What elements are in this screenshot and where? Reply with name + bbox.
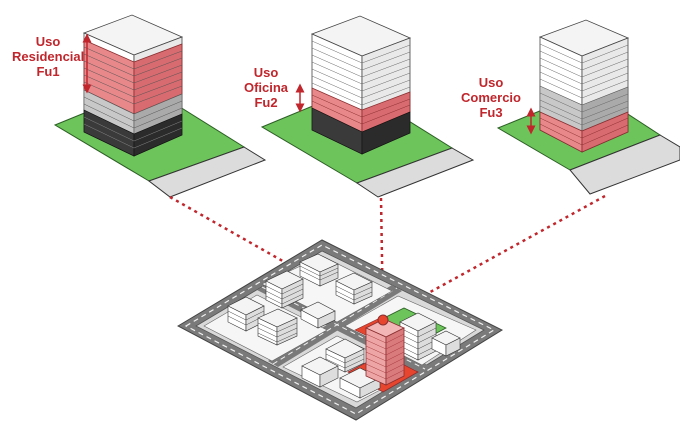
- small-building: [300, 301, 336, 329]
- small-building: [299, 253, 339, 287]
- label-use-code: Fu3: [479, 105, 503, 120]
- small-building: [227, 296, 265, 332]
- sidewalk-3: [569, 134, 680, 195]
- small-building: [335, 272, 373, 305]
- label-residencial: Uso Residencial Fu1: [12, 34, 84, 79]
- sidewalk-1: [147, 146, 267, 198]
- small-building: [301, 356, 339, 388]
- label-comercio: Uso Comercio Fu3: [458, 75, 524, 120]
- label-use-code: Fu2: [254, 95, 278, 110]
- label-uso: Uso: [35, 34, 61, 49]
- small-building: [431, 330, 461, 357]
- sidewalk-2: [355, 147, 475, 198]
- connector-node: [377, 314, 389, 326]
- tower-3: [538, 19, 630, 153]
- small-building: [257, 308, 298, 346]
- block-buildings: [227, 253, 461, 399]
- tower-2: [310, 15, 412, 155]
- building-residencial: [53, 14, 267, 198]
- city-blocks: [176, 239, 504, 421]
- label-oficina: Uso Oficina Fu2: [236, 65, 296, 110]
- label-uso: Uso: [253, 65, 279, 80]
- small-building: [325, 338, 365, 373]
- label-use-name: Comercio: [461, 90, 521, 105]
- building-oficina: [260, 15, 475, 198]
- highlight-tower: [365, 318, 405, 386]
- label-use-code: Fu1: [36, 64, 60, 79]
- label-uso: Uso: [478, 75, 504, 90]
- label-use-name: Oficina: [243, 80, 289, 95]
- label-use-name: Residencial: [12, 49, 85, 64]
- tower-1: [82, 14, 184, 157]
- small-building: [265, 270, 304, 309]
- small-building: [399, 312, 437, 361]
- building-comercio: [496, 19, 680, 195]
